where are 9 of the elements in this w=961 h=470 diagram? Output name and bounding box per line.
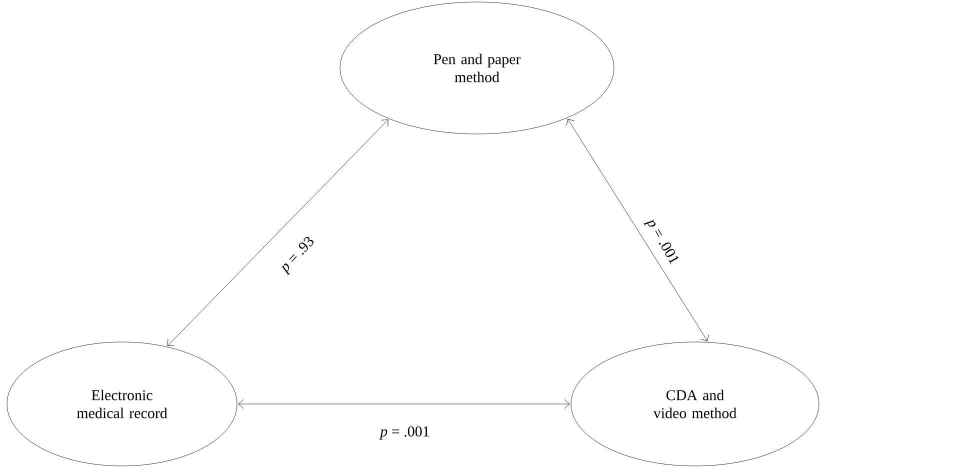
ellipse-node: CDA and video method: [570, 342, 820, 466]
double-arrow: [566, 118, 709, 342]
edge-label: p = .001: [643, 220, 679, 264]
double-arrow: [168, 120, 388, 346]
edge-label: p = .93: [282, 236, 314, 276]
edge-label: p = .001: [379, 426, 429, 440]
ellipse-node: Pen and paper method: [340, 2, 614, 134]
ellipse-node: Electronic medical record: [6, 342, 238, 466]
double-arrow: [238, 399, 570, 409]
